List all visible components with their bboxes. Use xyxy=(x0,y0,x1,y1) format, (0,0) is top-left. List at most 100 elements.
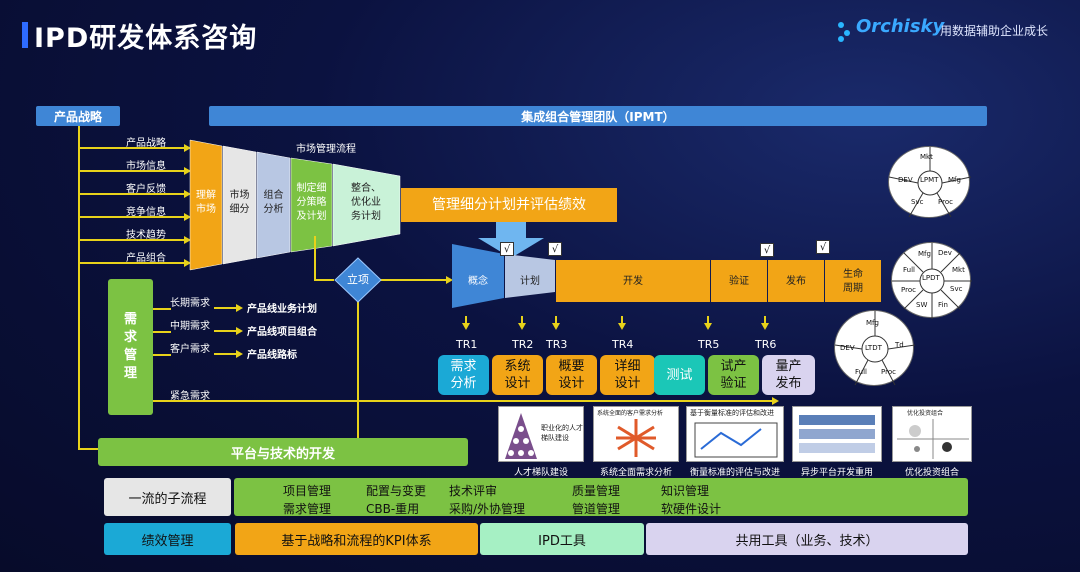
funnel-stage-2: 市场 细分 xyxy=(229,190,250,215)
funnel-stage-1: 理解 市场 xyxy=(196,190,216,215)
product-line-connector xyxy=(214,353,238,355)
subflow-item: 需求管理 xyxy=(283,502,332,516)
tr-box-test: 测试 xyxy=(654,355,705,395)
tr-arrow-line xyxy=(521,316,523,325)
phase-concept: 概念 xyxy=(468,276,488,287)
tr-label: TR3 xyxy=(546,338,568,351)
arrow-down-icon xyxy=(518,323,526,330)
tr-box-detail-design: 详细 设计 xyxy=(600,355,655,395)
product-line-label: 产品线业务计划 xyxy=(247,304,317,315)
brand-name: Orchisky xyxy=(856,16,945,37)
circle-segment-label: Mfg xyxy=(948,176,961,184)
arrow-right-icon xyxy=(184,213,191,221)
input-label: 竞争信息 xyxy=(126,207,166,218)
subflow-item: 采购/外协管理 xyxy=(449,502,526,516)
input-line xyxy=(80,147,186,149)
urgent-demand-line xyxy=(153,400,776,402)
subflow-item: 配置与变更 xyxy=(366,484,427,498)
check-icon: √ xyxy=(548,242,562,256)
kpi-box: 基于战略和流程的KPI体系 xyxy=(235,523,478,555)
demand-line xyxy=(153,308,171,310)
thumb-platform-reuse xyxy=(792,406,882,462)
thumb-talent: 职业化的人才梯队建设 xyxy=(498,406,584,462)
phase-plan: 计划 xyxy=(520,276,540,287)
lpmt-circle xyxy=(888,146,971,218)
demand-line xyxy=(153,331,171,333)
arrow-right-icon xyxy=(236,304,243,312)
brand-logo-icon xyxy=(838,22,850,42)
input-line xyxy=(80,262,186,264)
arrow-right-icon xyxy=(236,350,243,358)
product-line-label: 产品线路标 xyxy=(247,350,297,361)
check-icon: √ xyxy=(500,242,514,256)
market-funnel xyxy=(189,139,617,271)
arrow-down-icon xyxy=(618,323,626,330)
circle-segment-label: Dev xyxy=(938,249,952,257)
circle-segment-label: Mfg xyxy=(866,319,879,327)
subflow-label: 一流的子流程 xyxy=(104,478,231,516)
thumb-caption-demand: 系统全面需求分析 xyxy=(599,468,672,478)
arrow-down-icon xyxy=(462,323,470,330)
arrow-right-icon xyxy=(184,259,191,267)
arrow-right-icon xyxy=(772,397,779,405)
platform-box: 平台与技术的开发 xyxy=(98,438,468,466)
phase-develop: 开发 xyxy=(623,276,643,287)
thumb-caption-eval: 衡量标准的评估与改进 xyxy=(689,468,780,478)
market-flow-title: 市场管理流程 xyxy=(296,144,356,155)
funnel-stage-4: 制定细 分策略 及计划 xyxy=(296,183,327,222)
brand-tagline: 用数据辅助企业成长 xyxy=(940,24,1049,38)
product-line-connector xyxy=(214,307,238,309)
tr-label: TR6 xyxy=(755,338,777,351)
circle-center-label: LPMT xyxy=(920,176,939,184)
thumb-caption-portfolio: 优化投资组合 xyxy=(904,468,959,478)
connector-plan-to-decision xyxy=(314,236,316,280)
tr-arrow-line xyxy=(555,316,557,325)
funnel-stage-3: 组合 分析 xyxy=(263,190,284,215)
demand-label: 长期需求 xyxy=(170,298,210,309)
thumb-caption-talent: 人才梯队建设 xyxy=(513,468,568,478)
connector-decision-right xyxy=(380,279,450,281)
decision-label: 立项 xyxy=(347,273,369,286)
phase-release: 发布 xyxy=(786,276,806,287)
phase-verify: 验证 xyxy=(729,276,749,287)
funnel-stage-5: 整合、 优化业 务计划 xyxy=(351,183,381,222)
circle-segment-label: DEV xyxy=(840,344,855,352)
perf-mgmt-box: 绩效管理 xyxy=(104,523,231,555)
thumb-eval-improve: 基于衡量标准的评估和改进 xyxy=(686,406,784,462)
input-line xyxy=(80,193,186,195)
arrow-right-icon xyxy=(236,327,243,335)
circle-segment-label: Td xyxy=(895,341,904,349)
circle-segment-label: Mkt xyxy=(920,153,933,161)
product-line-connector xyxy=(214,330,238,332)
ltdt-circle xyxy=(834,310,915,386)
page-title: IPD研发体系咨询 xyxy=(34,23,258,54)
circle-segment-label: Proc xyxy=(938,198,953,206)
tr-box-outline-design: 概要 设计 xyxy=(546,355,597,395)
circle-segment-label: Proc xyxy=(901,286,916,294)
demand-management-box: 需 求 管 理 xyxy=(108,279,153,415)
arrow-right-icon xyxy=(184,236,191,244)
product-line-label: 产品线项目组合 xyxy=(247,327,317,338)
subflow-item: 质量管理 xyxy=(572,484,621,498)
circle-segment-label: Full xyxy=(903,266,915,274)
check-icon: √ xyxy=(816,240,830,254)
circle-segment-label: Svc xyxy=(911,198,924,206)
circle-center-label: LTDT xyxy=(865,344,882,352)
lpdt-circle xyxy=(891,242,972,319)
circle-center-label: LPDT xyxy=(922,274,940,282)
circle-segment-label: SW xyxy=(916,301,928,309)
ipmt-header: 集成组合管理团队（IPMT） xyxy=(209,106,987,126)
circle-segment-label: Svc xyxy=(950,285,963,293)
circle-segment-label: Full xyxy=(855,368,867,376)
tr-label: TR2 xyxy=(512,338,534,351)
arrow-right-icon xyxy=(184,167,191,175)
demand-label: 紧急需求 xyxy=(170,391,210,402)
circle-segment-label: Fin xyxy=(938,301,948,309)
input-label: 客户反馈 xyxy=(126,184,166,195)
decision-diamond xyxy=(334,257,382,303)
phase-bar xyxy=(452,244,881,308)
tr-box-mass-release: 量产 发布 xyxy=(762,355,815,395)
demand-label: 客户需求 xyxy=(170,344,210,355)
phase-lifecycle: 生命 周期 xyxy=(843,269,863,294)
ipd-tool-box: IPD工具 xyxy=(480,523,644,555)
